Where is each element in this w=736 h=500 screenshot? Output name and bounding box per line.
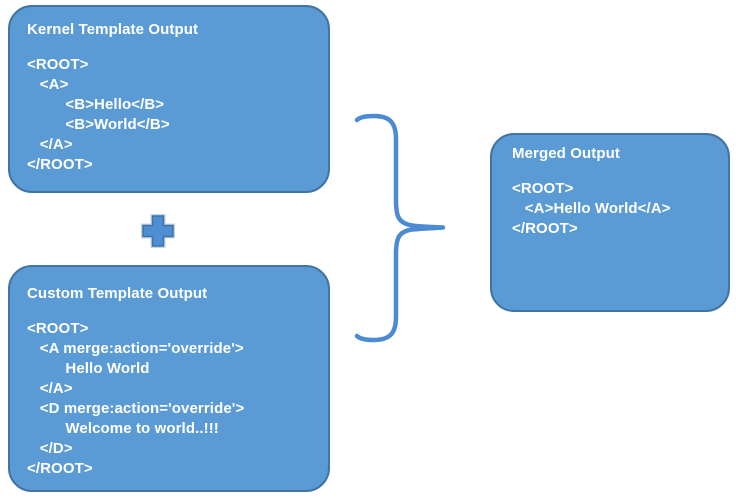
- code-line: </A>: [27, 380, 73, 397]
- code-line: Hello World: [27, 360, 150, 377]
- custom-template-output-box: Custom Template Output <ROOT> <A merge:a…: [8, 265, 330, 492]
- code-line: <ROOT>: [27, 320, 89, 337]
- code-line: Welcome to world..!!!: [27, 420, 219, 437]
- kernel-template-output-box: Kernel Template Output <ROOT> <A> <B>Hel…: [8, 5, 330, 193]
- merged-box-title: Merged Output: [512, 145, 620, 162]
- code-line: <ROOT>: [512, 180, 574, 197]
- code-line: <B>Hello</B>: [27, 96, 165, 113]
- kernel-box-title: Kernel Template Output: [27, 21, 199, 38]
- merged-output-box: Merged Output <ROOT> <A>Hello World</A> …: [490, 133, 730, 312]
- custom-code-block: <ROOT> <A merge:action='override'> Hello…: [27, 319, 312, 479]
- custom-box-title: Custom Template Output: [27, 285, 208, 302]
- code-line: <ROOT>: [27, 56, 89, 73]
- code-line: </ROOT>: [27, 156, 93, 173]
- code-line: </A>: [27, 136, 73, 153]
- code-line: </ROOT>: [27, 460, 93, 477]
- code-line: <D merge:action='override'>: [27, 400, 245, 417]
- code-line: <A merge:action='override'>: [27, 340, 244, 357]
- plus-icon: [141, 214, 175, 248]
- code-line: </ROOT>: [512, 220, 578, 237]
- code-line: <B>World</B>: [27, 116, 170, 133]
- right-curly-brace-icon: [354, 113, 446, 343]
- kernel-code-block: <ROOT> <A> <B>Hello</B> <B>World</B> </A…: [27, 55, 312, 175]
- code-line: </D>: [27, 440, 73, 457]
- code-line: <A>Hello World</A>: [512, 200, 671, 217]
- code-line: <A>: [27, 76, 69, 93]
- merged-code-block: <ROOT> <A>Hello World</A> </ROOT>: [512, 179, 714, 239]
